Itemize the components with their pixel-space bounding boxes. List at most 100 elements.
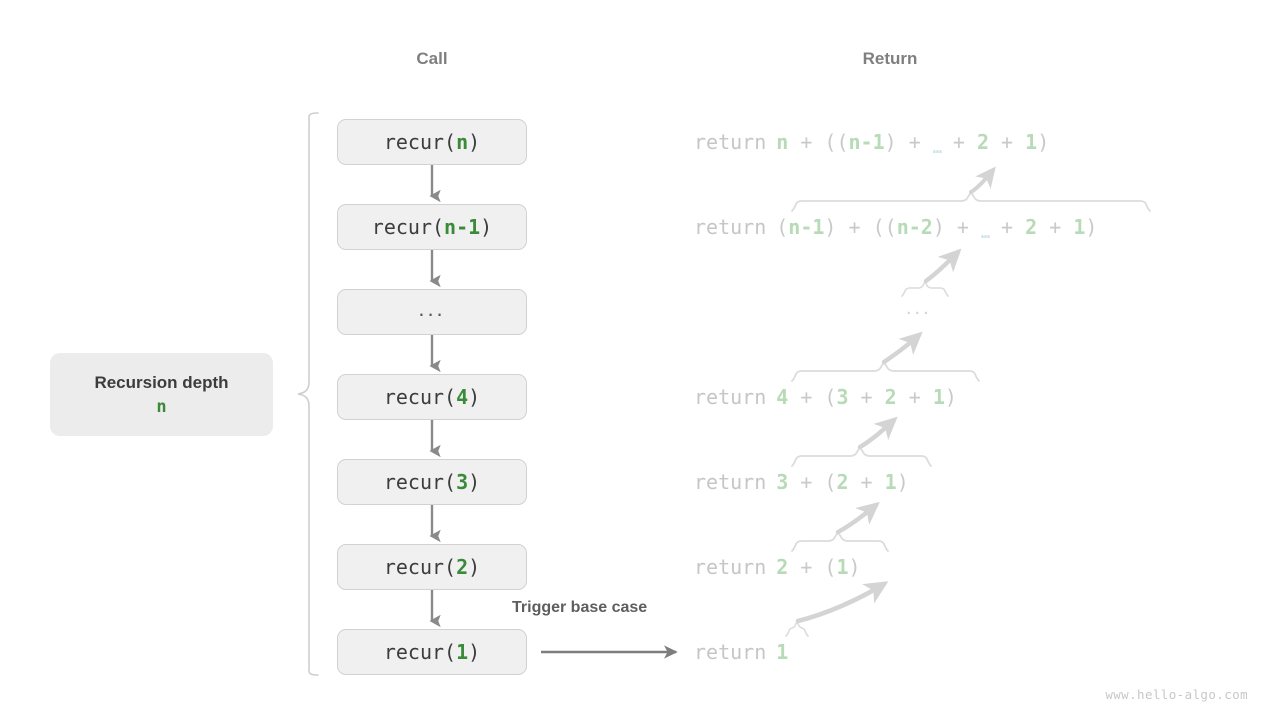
recursion-depth-box: Recursion depth n <box>50 353 273 436</box>
return-token: ( <box>776 215 789 239</box>
return-token: + <box>848 385 885 409</box>
return-token: + <box>989 130 1026 154</box>
return-token: ) <box>824 215 837 239</box>
return-token: ( <box>824 385 837 409</box>
call-box-prefix: recur( <box>383 130 457 154</box>
return-token: 1 <box>836 555 849 579</box>
call-box-recur-n-1: recur(n-1) <box>337 204 527 250</box>
return-keyword: return <box>694 640 767 664</box>
watermark: www.hello-algo.com <box>1105 687 1248 702</box>
call-box-prefix: recur( <box>371 215 445 239</box>
return-token: 3 <box>836 385 849 409</box>
return-token: + <box>788 555 825 579</box>
call-box-label: ... <box>418 296 446 321</box>
column-header-call: Call <box>416 49 448 68</box>
return-token: + <box>944 215 981 239</box>
call-box-prefix: recur( <box>383 555 457 579</box>
return-brace-4 <box>791 331 980 382</box>
return-expression: n + ((n-1) + … + 2 + 1) <box>776 130 1050 157</box>
recursion-depth-value: n <box>156 396 167 417</box>
return-line-return-n-1: return (n-1) + ((n-2) + … + 2 + 1) <box>694 214 1098 242</box>
return-line-return-2: return 2 + (1) <box>694 554 861 580</box>
return-brace-n-1 <box>791 166 1151 212</box>
return-token: ) <box>932 215 945 239</box>
return-token: (( <box>872 215 897 239</box>
return-token: (( <box>824 130 849 154</box>
return-token: … <box>932 139 942 157</box>
return-token: 1 <box>776 640 789 664</box>
call-box-argument: 2 <box>456 555 469 579</box>
return-token: 2 <box>884 385 897 409</box>
return-token: + <box>989 215 1026 239</box>
return-token: 3 <box>776 470 789 494</box>
return-line-return-1: return 1 <box>694 639 788 665</box>
return-token: ( <box>824 555 837 579</box>
return-token: 2 <box>776 555 789 579</box>
call-box-suffix: ) <box>468 470 481 494</box>
return-token: … <box>980 224 990 242</box>
call-box-recur-n: recur(n) <box>337 119 527 165</box>
return-token: + <box>788 385 825 409</box>
return-token: + <box>1037 215 1074 239</box>
return-token: + <box>788 130 825 154</box>
return-token: + <box>788 470 825 494</box>
return-token: 1 <box>1073 215 1086 239</box>
recursion-depth-title: Recursion depth <box>94 372 229 392</box>
return-keyword: return <box>694 470 767 494</box>
return-token: ) <box>1037 130 1050 154</box>
return-brace-3 <box>791 416 932 467</box>
call-box-recur-2: recur(2) <box>337 544 527 590</box>
return-keyword: return <box>694 385 767 409</box>
call-box-recur-1: recur(1) <box>337 629 527 675</box>
return-token: 1 <box>932 385 945 409</box>
return-token: 2 <box>1025 215 1038 239</box>
return-column-ellipsis: ... <box>906 297 932 319</box>
return-token: 2 <box>976 130 990 154</box>
call-box-prefix: recur( <box>383 640 457 664</box>
return-token: ) <box>1085 215 1098 239</box>
call-box-recur-dots: ... <box>337 289 527 335</box>
column-header-return: Return <box>862 49 918 68</box>
call-box-argument: 1 <box>456 640 469 664</box>
return-token: 1 <box>884 470 897 494</box>
call-box-argument: 3 <box>456 470 469 494</box>
call-box-argument: n <box>456 130 469 154</box>
return-token: n-1 <box>788 215 825 239</box>
call-box-prefix: recur( <box>383 385 457 409</box>
call-box-suffix: ) <box>480 215 493 239</box>
return-token: 1 <box>1025 130 1038 154</box>
call-box-argument: 4 <box>456 385 469 409</box>
recursion-depth-brace <box>297 112 319 676</box>
return-token: n-2 <box>896 215 933 239</box>
call-box-recur-3: recur(3) <box>337 459 527 505</box>
return-token: + <box>896 385 933 409</box>
return-expression: 2 + (1) <box>776 555 860 579</box>
return-token: + <box>896 130 933 154</box>
return-expression: 1 <box>776 640 788 664</box>
return-line-return-3: return 3 + (2 + 1) <box>694 469 909 495</box>
return-brace-1 <box>785 581 889 637</box>
return-token: n-1 <box>848 130 885 154</box>
return-keyword: return <box>694 555 767 579</box>
return-brace-2 <box>791 501 889 552</box>
call-box-suffix: ) <box>468 640 481 664</box>
call-box-recur-4: recur(4) <box>337 374 527 420</box>
return-brace-dots <box>901 248 962 297</box>
return-line-return-4: return 4 + (3 + 2 + 1) <box>694 384 957 410</box>
return-token: 4 <box>776 385 789 409</box>
return-token: + <box>940 130 977 154</box>
return-expression: 3 + (2 + 1) <box>776 470 908 494</box>
trigger-base-case-label: Trigger base case <box>512 599 648 616</box>
return-token: ) <box>896 470 909 494</box>
return-expression: 4 + (3 + 2 + 1) <box>776 385 957 409</box>
return-token: ) <box>848 555 861 579</box>
return-keyword: return <box>694 215 767 239</box>
return-token: + <box>836 215 873 239</box>
return-token: ) <box>884 130 897 154</box>
return-expression: (n-1) + ((n-2) + … + 2 + 1) <box>776 215 1098 242</box>
return-token: ( <box>824 470 837 494</box>
call-box-suffix: ) <box>468 385 481 409</box>
return-token: + <box>848 470 885 494</box>
return-token: ) <box>944 385 957 409</box>
